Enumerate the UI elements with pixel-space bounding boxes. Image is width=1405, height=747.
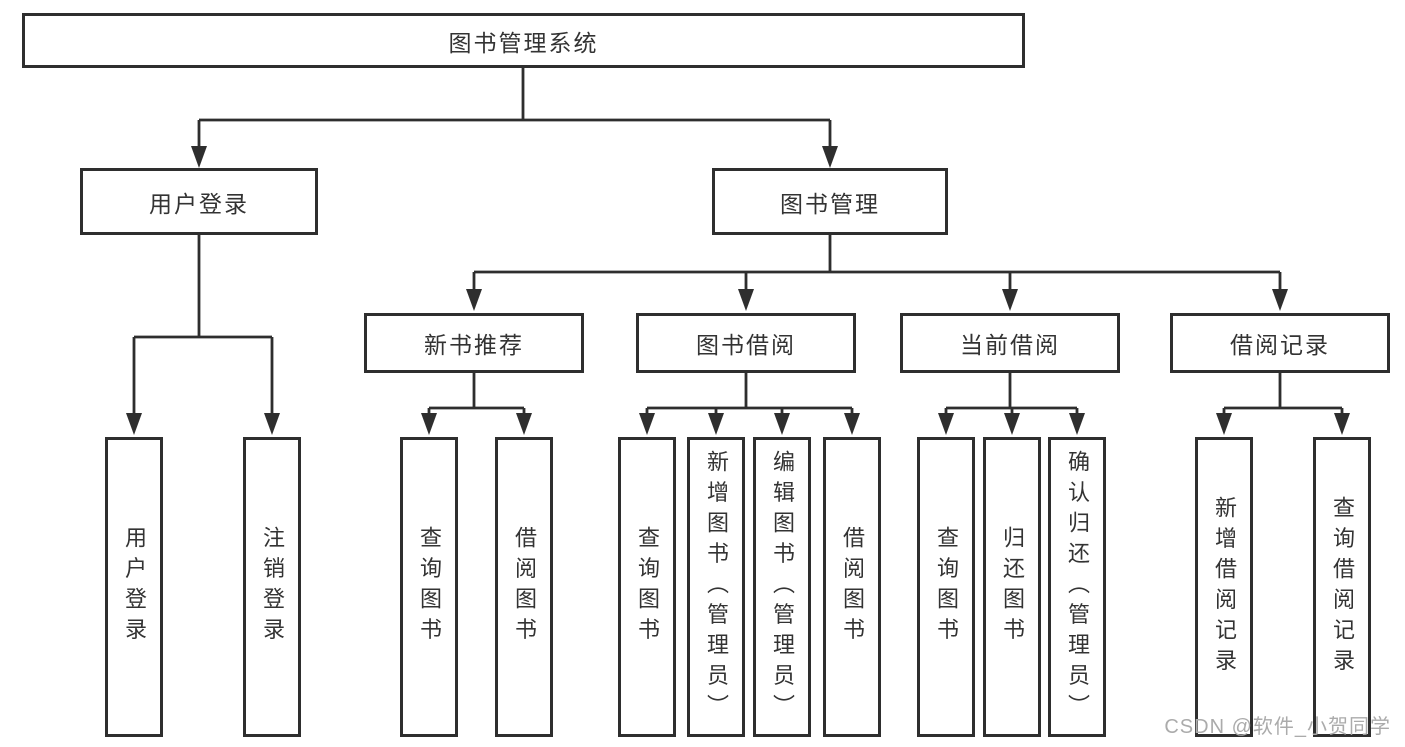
node-label-root: 图书管理系统 xyxy=(448,29,599,56)
node-label-leaf-add-books-admin: 新增图书（管理员） xyxy=(704,449,729,725)
node-leaf-borrow-books-recommend: 借阅图书 xyxy=(495,437,553,737)
arrowhead-down-icon xyxy=(822,146,838,168)
arrowhead-down-icon xyxy=(466,289,482,311)
node-book-management: 图书管理 xyxy=(712,168,948,235)
arrowhead-down-icon xyxy=(1002,289,1018,311)
node-label-new-book-recommend: 新书推荐 xyxy=(424,332,524,358)
node-user-login: 用户登录 xyxy=(80,168,318,235)
node-label-book-management: 图书管理 xyxy=(780,190,880,217)
node-leaf-add-books-admin: 新增图书（管理员） xyxy=(687,437,745,737)
node-leaf-query-books-recommend: 查询图书 xyxy=(400,437,458,737)
arrowhead-down-icon xyxy=(421,413,437,435)
node-label-leaf-borrow-books: 借阅图书 xyxy=(840,526,865,648)
node-label-leaf-confirm-return-admin: 确认归还（管理员） xyxy=(1065,449,1090,725)
arrowhead-down-icon xyxy=(264,413,280,435)
node-label-borrowing-records: 借阅记录 xyxy=(1230,332,1330,358)
arrowhead-down-icon xyxy=(774,413,790,435)
node-leaf-confirm-return-admin: 确认归还（管理员） xyxy=(1048,437,1106,737)
arrowhead-down-icon xyxy=(516,413,532,435)
node-borrowing-records: 借阅记录 xyxy=(1170,313,1390,373)
arrowhead-down-icon xyxy=(1004,413,1020,435)
node-leaf-borrow-books: 借阅图书 xyxy=(823,437,881,737)
node-label-leaf-user-login: 用户登录 xyxy=(122,526,147,648)
arrowhead-down-icon xyxy=(1216,413,1232,435)
node-leaf-query-books-borrowing: 查询图书 xyxy=(618,437,676,737)
arrowhead-down-icon xyxy=(126,413,142,435)
node-leaf-query-books-current: 查询图书 xyxy=(917,437,975,737)
node-leaf-logout: 注销登录 xyxy=(243,437,301,737)
node-label-leaf-query-books-borrowing: 查询图书 xyxy=(635,526,660,648)
node-label-user-login: 用户登录 xyxy=(149,190,249,217)
node-label-leaf-query-borrow-record: 查询借阅记录 xyxy=(1330,495,1355,679)
arrowhead-down-icon xyxy=(191,146,207,168)
node-leaf-add-borrow-record: 新增借阅记录 xyxy=(1195,437,1253,737)
node-label-leaf-borrow-books-recommend: 借阅图书 xyxy=(512,526,537,648)
arrowhead-down-icon xyxy=(738,289,754,311)
node-leaf-user-login: 用户登录 xyxy=(105,437,163,737)
node-current-borrowing: 当前借阅 xyxy=(900,313,1120,373)
node-label-current-borrowing: 当前借阅 xyxy=(960,332,1060,358)
node-leaf-query-borrow-record: 查询借阅记录 xyxy=(1313,437,1371,737)
node-root: 图书管理系统 xyxy=(22,13,1025,68)
arrowhead-down-icon xyxy=(844,413,860,435)
node-label-book-borrowing: 图书借阅 xyxy=(696,332,796,358)
node-label-leaf-add-borrow-record: 新增借阅记录 xyxy=(1212,495,1237,679)
arrowhead-down-icon xyxy=(1069,413,1085,435)
node-label-leaf-query-books-recommend: 查询图书 xyxy=(417,526,442,648)
arrowhead-down-icon xyxy=(938,413,954,435)
arrowhead-down-icon xyxy=(1334,413,1350,435)
arrowhead-down-icon xyxy=(639,413,655,435)
node-label-leaf-logout: 注销登录 xyxy=(260,526,285,648)
node-new-book-recommend: 新书推荐 xyxy=(364,313,584,373)
arrowhead-down-icon xyxy=(1272,289,1288,311)
node-book-borrowing: 图书借阅 xyxy=(636,313,856,373)
node-label-leaf-return-books: 归还图书 xyxy=(1000,526,1025,648)
watermark: CSDN @软件_小贺同学 xyxy=(1164,716,1391,738)
node-leaf-return-books: 归还图书 xyxy=(983,437,1041,737)
node-leaf-edit-books-admin: 编辑图书（管理员） xyxy=(753,437,811,737)
arrowhead-down-icon xyxy=(708,413,724,435)
node-label-leaf-query-books-current: 查询图书 xyxy=(934,526,959,648)
node-label-leaf-edit-books-admin: 编辑图书（管理员） xyxy=(770,449,795,725)
